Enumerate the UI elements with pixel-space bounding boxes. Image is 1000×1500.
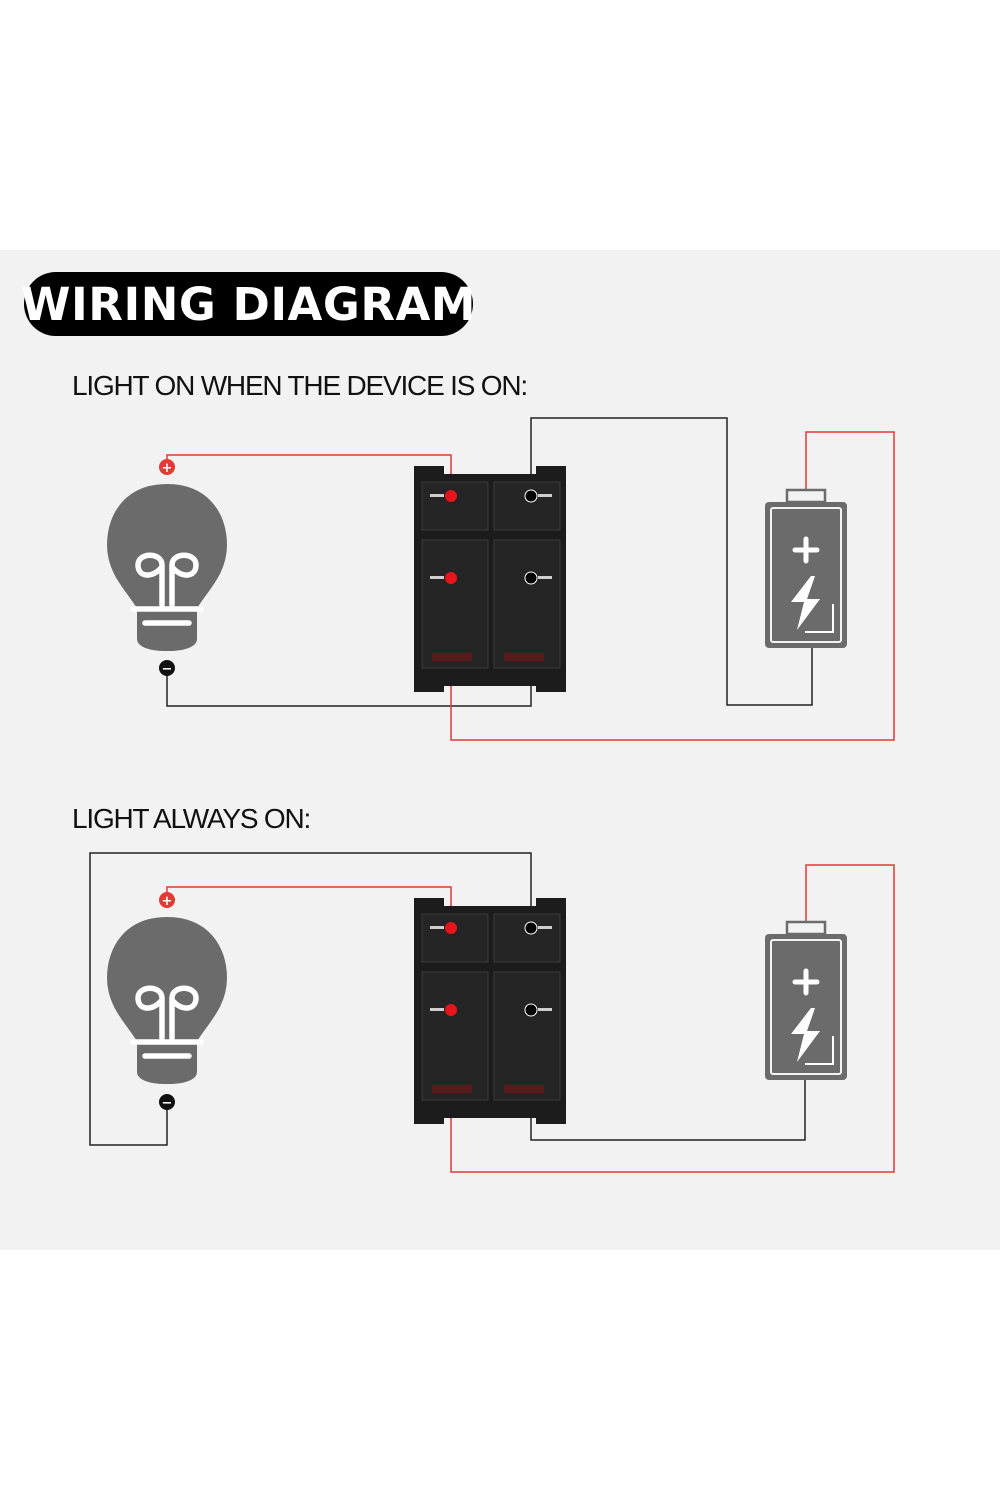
wire-negative-battery	[530, 1010, 806, 1141]
wire-negative-battery	[530, 417, 813, 706]
terminal-red	[445, 490, 457, 502]
battery-icon	[765, 490, 847, 648]
terminal-red	[445, 922, 457, 934]
diagram-1-heading: LIGHT ON WHEN THE DEVICE IS ON:	[72, 370, 528, 401]
wire-positive-bulb	[166, 886, 452, 928]
diagram-2-heading: LIGHT ALWAYS ON:	[72, 803, 311, 834]
wire-positive-battery	[450, 864, 895, 1173]
rocker-switch-icon	[413, 465, 567, 693]
negative-terminal-marker: −	[159, 660, 175, 677]
negative-terminal-marker: −	[159, 1094, 175, 1111]
light-bulb-icon	[105, 482, 229, 653]
diagram-2: + −	[89, 852, 895, 1173]
terminal-black	[524, 921, 538, 935]
diagram-1: + −	[105, 417, 895, 741]
negative-symbol: −	[162, 662, 173, 677]
terminal-red	[445, 1004, 457, 1016]
wire-positive-battery	[450, 431, 895, 741]
positive-symbol: +	[162, 461, 173, 476]
terminal-black	[524, 571, 538, 585]
rocker-switch-icon	[413, 897, 567, 1125]
light-bulb-icon	[105, 915, 229, 1086]
battery-icon	[765, 922, 847, 1080]
positive-terminal-marker: +	[159, 892, 175, 909]
negative-symbol: −	[162, 1096, 173, 1111]
page-title: WIRING DIAGRAM	[20, 277, 477, 331]
wire-positive-bulb	[166, 454, 452, 496]
wire-negative-bulb	[89, 852, 532, 1146]
terminal-black	[524, 489, 538, 503]
terminal-black	[524, 1003, 538, 1017]
title-banner: WIRING DIAGRAM	[20, 272, 477, 336]
positive-symbol: +	[162, 894, 173, 909]
terminal-red	[445, 572, 457, 584]
positive-terminal-marker: +	[159, 459, 175, 476]
